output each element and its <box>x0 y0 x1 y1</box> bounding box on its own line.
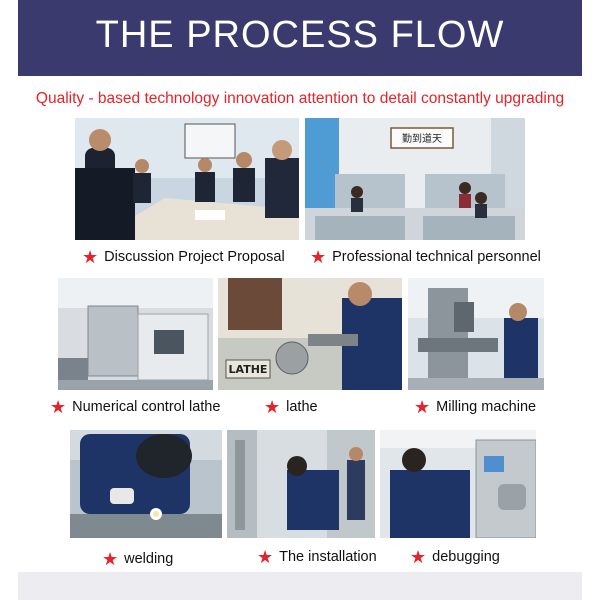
footer-band <box>18 572 582 600</box>
photo-milling-machine <box>408 278 544 390</box>
photo-debugging <box>380 430 536 538</box>
tagline: Quality - based technology innovation at… <box>35 90 565 107</box>
photo-installation <box>227 430 375 538</box>
caption-text: Professional technical personnel <box>332 249 541 265</box>
photo-lathe: LATHE <box>218 278 402 390</box>
office-sign-text: 勤到道天 <box>402 132 442 145</box>
star-icon: ★ <box>50 397 67 417</box>
photo-technical-office: 勤到道天 <box>305 118 525 240</box>
page-title: THE PROCESS FLOW <box>95 14 505 56</box>
step-caption: ★ The installation <box>257 546 377 568</box>
star-icon: ★ <box>414 397 431 417</box>
step-caption: ★ welding <box>102 548 173 570</box>
star-icon: ★ <box>410 547 427 567</box>
star-icon: ★ <box>264 397 281 417</box>
step-caption: ★ lathe <box>264 396 318 418</box>
caption-text: debugging <box>432 549 500 565</box>
photo-welding <box>70 430 222 538</box>
star-icon: ★ <box>82 247 99 267</box>
header-banner: THE PROCESS FLOW <box>18 0 582 76</box>
step-caption: ★ Discussion Project Proposal <box>82 246 285 268</box>
caption-text: welding <box>124 551 174 567</box>
caption-text: Numerical control lathe <box>72 399 221 415</box>
step-caption: ★ Professional technical personnel <box>310 246 541 268</box>
step-caption: ★ debugging <box>410 546 500 568</box>
step-caption: ★ Numerical control lathe <box>50 396 220 418</box>
photo-cnc-lathe <box>58 278 213 390</box>
lathe-label-text: LATHE <box>229 363 268 376</box>
star-icon: ★ <box>310 247 327 267</box>
step-caption: ★ Milling machine <box>414 396 536 418</box>
photo-discussion-meeting <box>75 118 299 240</box>
star-icon: ★ <box>102 549 119 569</box>
caption-text: lathe <box>286 399 318 415</box>
star-icon: ★ <box>257 547 274 567</box>
caption-text: Discussion Project Proposal <box>104 249 285 265</box>
caption-text: The installation <box>279 549 377 565</box>
caption-text: Milling machine <box>436 399 537 415</box>
